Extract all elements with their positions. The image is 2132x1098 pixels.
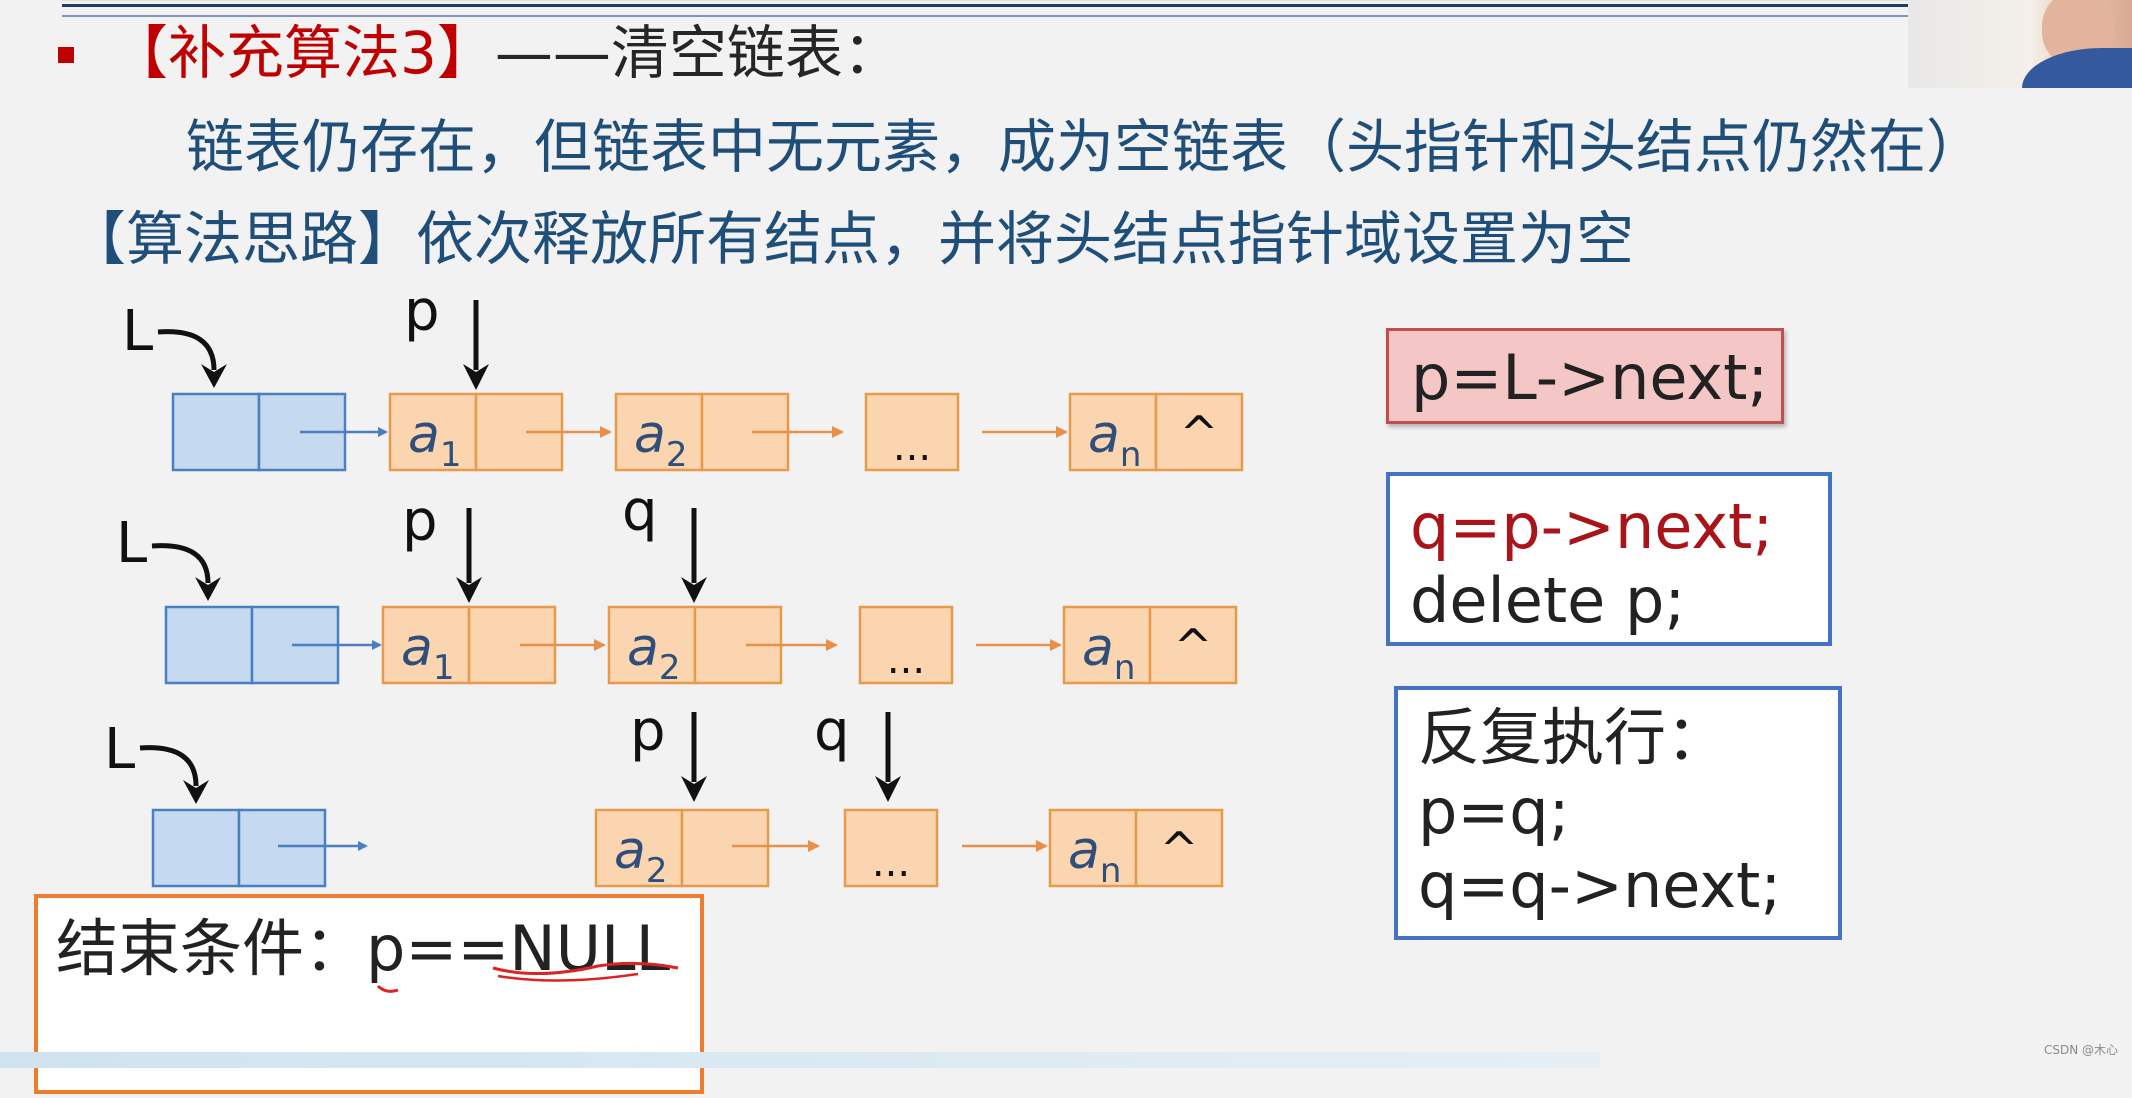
watermark: CSDN @木心 xyxy=(2043,1043,2118,1057)
row1-arrow-L-shaft xyxy=(157,329,217,371)
row3-node-2-subscript: 2 xyxy=(646,851,668,891)
row1-arrow-L-head xyxy=(201,364,227,388)
row3-head-node-ptr xyxy=(237,808,327,888)
top-rule-light xyxy=(62,0,1910,1)
row1-node-n-null-mark: ^ xyxy=(1180,406,1219,460)
description-text: 链表仍存在，但链表中无元素，成为空链表（头指针和头结点仍然在） xyxy=(186,113,1985,181)
row2-pointer-p: p xyxy=(402,489,438,554)
code-repeat-line-3: q=q->next; xyxy=(1418,849,1782,922)
row2-node-2-value: a2 xyxy=(627,618,681,688)
title-bracket-label: 【补充算法3】 xyxy=(110,19,495,87)
row3-node-2-data xyxy=(594,808,684,888)
row3-arrow-L-shaft xyxy=(139,745,199,787)
row2-arrow-q-head xyxy=(681,577,707,603)
row3-pointer-L: L xyxy=(104,717,135,782)
top-rule xyxy=(62,4,1910,17)
row2-node-n-null-mark: ^ xyxy=(1174,619,1213,673)
row2-arrow-L-head xyxy=(195,577,221,601)
row1-node-ellipsis-value: ... xyxy=(893,424,931,470)
row3-node-2-ptr xyxy=(680,808,770,888)
row3-node-n-null-mark: ^ xyxy=(1160,822,1199,876)
code-box-repeat: 反复执行： p=q; q=q->next; xyxy=(1394,686,1842,940)
row2-node-2-data xyxy=(607,605,697,685)
row3-pointer-p: p xyxy=(630,699,666,764)
row2-node-n-subscript: n xyxy=(1114,648,1136,688)
row1-node-n-data xyxy=(1068,392,1158,472)
row3-node-n-ptr xyxy=(1134,808,1224,888)
webcam-overlay xyxy=(1908,0,2132,88)
row2-node-1-subscript: 1 xyxy=(433,648,455,688)
row1-node-2-subscript: 2 xyxy=(666,435,688,475)
row3-node-n-subscript: n xyxy=(1100,851,1122,891)
code-repeat-line-2: p=q; xyxy=(1418,775,1570,848)
row2-node-1-data xyxy=(381,605,471,685)
row2-node-ellipsis-box xyxy=(858,605,954,685)
bottom-strip xyxy=(0,1052,1600,1068)
row2-node-ellipsis-value: ... xyxy=(887,637,925,683)
code-repeat-line-1: 反复执行： xyxy=(1418,701,1729,774)
row2-arrow-L-shaft xyxy=(151,543,211,584)
row3-node-ellipsis-box xyxy=(843,808,939,888)
row1-head-node-data xyxy=(171,392,261,472)
row1-node-1-subscript: 1 xyxy=(440,435,462,475)
row2-node-n-ptr xyxy=(1148,605,1238,685)
row3-pointer-q: q xyxy=(814,699,850,764)
row1-node-ellipsis-box xyxy=(864,392,960,472)
code-step-line-1: q=p->next; xyxy=(1410,490,1774,563)
slide-title: 【补充算法3】——清空链表： xyxy=(110,18,901,88)
row3-arrow-L-head xyxy=(183,780,209,804)
row2-node-n-data xyxy=(1062,605,1152,685)
row1-arrow-p-head xyxy=(463,364,489,390)
title-text: ——清空链表： xyxy=(494,19,901,87)
row3-arrow-q-head xyxy=(875,776,901,802)
row1-pointer-p: p xyxy=(404,279,440,344)
row3-arrow-p-head xyxy=(681,776,707,802)
row1-node-n-ptr xyxy=(1154,392,1244,472)
row2-node-2-subscript: 2 xyxy=(659,648,681,688)
end-condition-label: 结束条件： xyxy=(56,912,367,985)
end-condition-text: 结束条件：p==NULL xyxy=(56,912,670,986)
row3-node-ellipsis-value: ... xyxy=(872,840,910,886)
row3-head-node-data xyxy=(151,808,241,888)
bullet-icon xyxy=(58,47,74,63)
code-box-step: q=p->next; delete p; xyxy=(1386,472,1832,646)
row2-arrow-p-head xyxy=(456,577,482,603)
row1-pointer-L: L xyxy=(122,299,153,364)
row3-node-n-data xyxy=(1048,808,1138,888)
row2-node-1-value: a1 xyxy=(401,618,455,688)
code-step-line-2: delete p; xyxy=(1410,564,1686,637)
row1-node-n-subscript: n xyxy=(1120,435,1142,475)
row2-head-node-data xyxy=(164,605,254,685)
row2-pointer-L: L xyxy=(116,511,147,576)
code-box-init: p=L->next; xyxy=(1386,328,1784,424)
algorithm-idea-text: 【算法思路】依次释放所有结点，并将头结点指针域设置为空 xyxy=(68,205,1635,273)
handwritten-underline xyxy=(376,961,679,993)
code-init-line: p=L->next; xyxy=(1411,341,1769,414)
row2-pointer-q: q xyxy=(622,479,658,544)
